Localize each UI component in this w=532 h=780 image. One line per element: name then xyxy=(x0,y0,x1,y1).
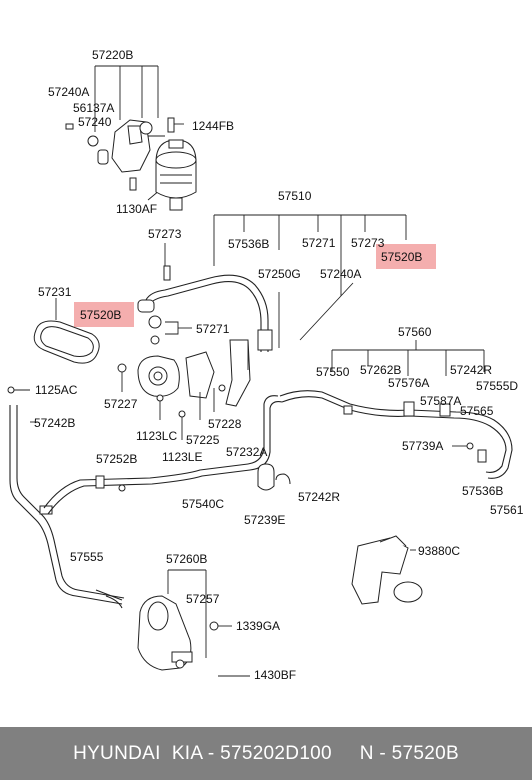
label-57520B-left: 57520B xyxy=(80,308,121,322)
pump-assembly xyxy=(117,339,251,440)
label-57239E: 57239E xyxy=(244,513,285,527)
label-57273-left: 57273 xyxy=(148,227,182,241)
highlight-57520B-top xyxy=(376,244,436,269)
label-57220B: 57220B xyxy=(92,48,133,62)
label-1123LE: 1123LE xyxy=(162,450,202,464)
label-57240A-mid: 57240A xyxy=(320,267,361,281)
label-57250G: 57250G xyxy=(258,267,301,281)
label-57271-top: 57271 xyxy=(302,236,336,250)
label-1244FB: 1244FB xyxy=(192,119,234,133)
label-57260B: 57260B xyxy=(166,552,207,566)
label-57560: 57560 xyxy=(398,325,432,339)
label-57257: 57257 xyxy=(186,592,220,606)
pressure-hose xyxy=(137,265,273,352)
footer-text: HYUNDAI KIA - 575202D100 N - 57520B xyxy=(73,742,459,764)
label-57555D: 57555D xyxy=(476,379,518,393)
label-1130AF: 1130AF xyxy=(116,202,157,216)
label-57227: 57227 xyxy=(104,397,138,411)
part-number-footer: HYUNDAI KIA - 575202D100 N - 57520B xyxy=(0,727,532,780)
label-57536B-top: 57536B xyxy=(228,237,269,251)
label-57536B-right: 57536B xyxy=(462,484,503,498)
label-57242B: 57242B xyxy=(34,416,75,430)
label-1125AC: 1125AC xyxy=(35,383,78,397)
label-57240: 57240 xyxy=(78,115,112,129)
label-57252B: 57252B xyxy=(96,452,137,466)
bracket-93880C xyxy=(351,535,423,605)
gasket-57231 xyxy=(33,298,100,364)
label-1123LC: 1123LC xyxy=(136,429,177,443)
label-57228: 57228 xyxy=(208,417,242,431)
label-57231: 57231 xyxy=(38,285,72,299)
label-57540C: 57540C xyxy=(182,497,224,511)
label-57739A: 57739A xyxy=(402,439,443,453)
highlight-57520B-left xyxy=(74,302,134,327)
label-57240A: 57240A xyxy=(48,85,89,99)
label-57273-right: 57273 xyxy=(351,236,385,250)
label-57587A: 57587A xyxy=(420,394,461,408)
label-57565: 57565 xyxy=(460,404,494,418)
label-57225: 57225 xyxy=(186,433,220,447)
return-line xyxy=(257,340,513,491)
label-57576A: 57576A xyxy=(388,376,429,390)
parts-diagram: 57220B 57240A 56137A 57240 1244FB 1130AF… xyxy=(7,48,524,682)
label-56137A: 56137A xyxy=(73,101,114,115)
label-93880C: 93880C xyxy=(418,544,460,558)
label-57242R-right: 57242R xyxy=(450,363,492,377)
label-57520B-top: 57520B xyxy=(381,250,422,264)
label-57561: 57561 xyxy=(490,503,524,517)
label-57510: 57510 xyxy=(278,189,312,203)
label-1339GA: 1339GA xyxy=(236,619,280,633)
label-1430BF: 1430BF xyxy=(254,668,296,682)
label-57555: 57555 xyxy=(70,550,104,564)
label-57232A: 57232A xyxy=(226,445,267,459)
reservoir-assembly xyxy=(65,65,197,211)
label-57242R-bottom: 57242R xyxy=(298,490,340,504)
label-57262B: 57262B xyxy=(360,363,401,377)
label-57271-mid: 57271 xyxy=(196,322,230,336)
pump-57260B xyxy=(137,569,250,677)
callout-lines-57510 xyxy=(164,214,407,348)
left-hose-assembly xyxy=(7,386,283,609)
label-57550: 57550 xyxy=(316,365,350,379)
